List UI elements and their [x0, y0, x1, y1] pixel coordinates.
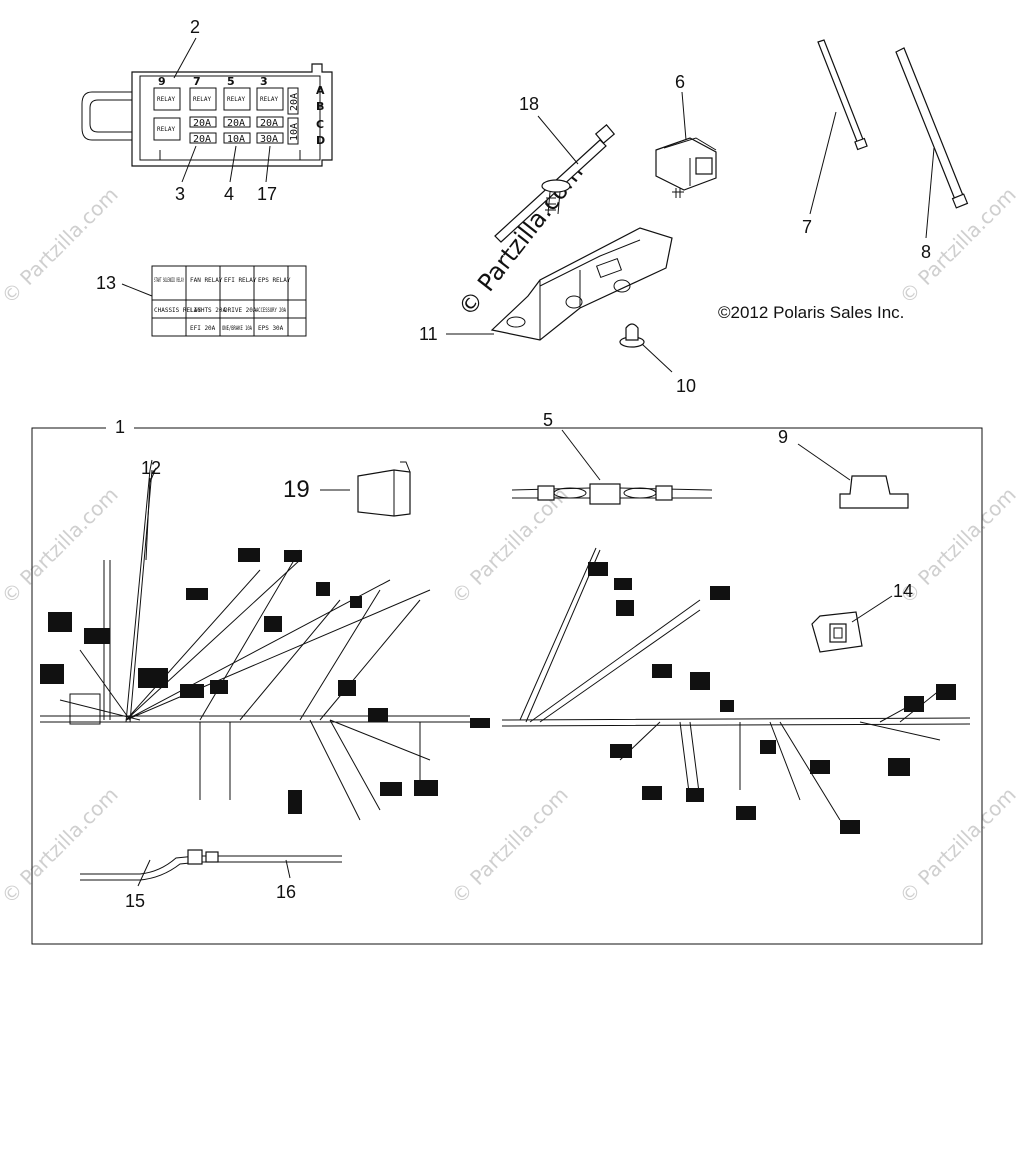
callout-10: 10 — [676, 376, 696, 396]
callout-18: 18 — [519, 94, 539, 114]
watermarks: © Partzilla.com © Partzilla.com © Partzi… — [0, 159, 1021, 909]
relay-label: RELAY — [227, 96, 245, 103]
callout-12: 12 — [141, 458, 161, 478]
watermark: © Partzilla.com — [895, 782, 1021, 908]
callout-15: 15 — [125, 891, 145, 911]
relay-label: RELAY — [157, 96, 175, 103]
watermark: © Partzilla.com — [0, 782, 123, 908]
callout-1: 1 — [115, 417, 125, 437]
callout-16: 16 — [276, 882, 296, 902]
fuse-holder-5 — [511, 483, 713, 505]
label-cell: EPS RELAY — [258, 277, 291, 284]
harness-right — [501, 547, 971, 834]
label-cell: LIGHTS 20A — [190, 307, 227, 314]
callout-4: 4 — [224, 184, 234, 204]
cable-tie-8 — [895, 47, 969, 209]
leader-lines — [121, 37, 935, 887]
label-cell: DRIVE 20A — [224, 307, 257, 314]
slot-number: 9 — [158, 75, 166, 88]
label-cell: ONE/BRAKE 10A — [222, 325, 252, 332]
row-letter: B — [316, 100, 324, 113]
callout-9: 9 — [778, 427, 788, 447]
harness-15-16 — [80, 849, 342, 881]
cap-14 — [811, 611, 863, 653]
slot-number: 3 — [260, 75, 268, 88]
copyright-notice: ©2012 Polaris Sales Inc. — [718, 303, 904, 322]
label-cell: START SOLENOID RELAY — [154, 277, 184, 284]
callout-5: 5 — [543, 410, 553, 430]
fuse-rating: 10A — [227, 134, 245, 145]
fuse-rating: 20A — [289, 93, 300, 111]
fuse-rating: 10A — [289, 123, 300, 141]
row-letter: A — [316, 84, 325, 97]
relay-label: RELAY — [193, 96, 211, 103]
fuse-label: START SOLENOID RELAY FAN RELAY EFI RELAY… — [151, 265, 307, 337]
fuse-box: 9 7 5 3 RELAY RELAY RELAY RELAY RELAY 20… — [81, 63, 333, 167]
callout-8: 8 — [921, 242, 931, 262]
fuse-rating: 20A — [193, 134, 211, 145]
callout-2: 2 — [190, 17, 200, 37]
cable-tie-18 — [494, 124, 616, 243]
cable-tie-7 — [817, 39, 868, 151]
watermark: © Partzilla.com — [895, 482, 1021, 608]
row-letter: C — [316, 118, 324, 131]
label-cell: ACCESSORY 20A — [256, 307, 286, 314]
callouts: 1 2 3 4 5 6 7 8 9 10 11 12 13 14 15 16 1… — [96, 17, 931, 911]
connector-19 — [357, 461, 411, 517]
cover-9 — [839, 475, 909, 509]
slot-number: 5 — [227, 75, 235, 88]
push-pin-10 — [619, 323, 645, 348]
label-cell: EPS 30A — [258, 325, 284, 332]
fuse-rating: 20A — [227, 118, 245, 129]
callout-14: 14 — [893, 581, 913, 601]
label-cell: EFI 20A — [190, 325, 216, 332]
watermark: © Partzilla.com — [447, 782, 573, 908]
callout-6: 6 — [675, 72, 685, 92]
connector-6 — [655, 137, 717, 198]
relay-label: RELAY — [260, 96, 278, 103]
callout-7: 7 — [802, 217, 812, 237]
callout-11: 11 — [419, 324, 438, 344]
callout-17: 17 — [257, 184, 277, 204]
label-cell: CHASSIS RELAY — [154, 307, 201, 314]
fuse-rating: 20A — [260, 118, 278, 129]
label-cell: FAN RELAY — [190, 277, 223, 284]
label-cell: EFI RELAY — [224, 277, 257, 284]
slot-number: 7 — [193, 75, 201, 88]
watermark: © Partzilla.com — [447, 482, 573, 608]
fuse-rating: 30A — [260, 134, 278, 145]
callout-13: 13 — [96, 273, 116, 293]
callout-3: 3 — [175, 184, 185, 204]
bracket-11 — [490, 227, 673, 341]
fuse-rating: 20A — [193, 118, 211, 129]
relay-label: RELAY — [157, 126, 175, 133]
harness-left — [40, 459, 490, 821]
row-letter: D — [316, 134, 325, 147]
callout-19: 19 — [283, 476, 310, 503]
harness-frame — [31, 427, 983, 945]
